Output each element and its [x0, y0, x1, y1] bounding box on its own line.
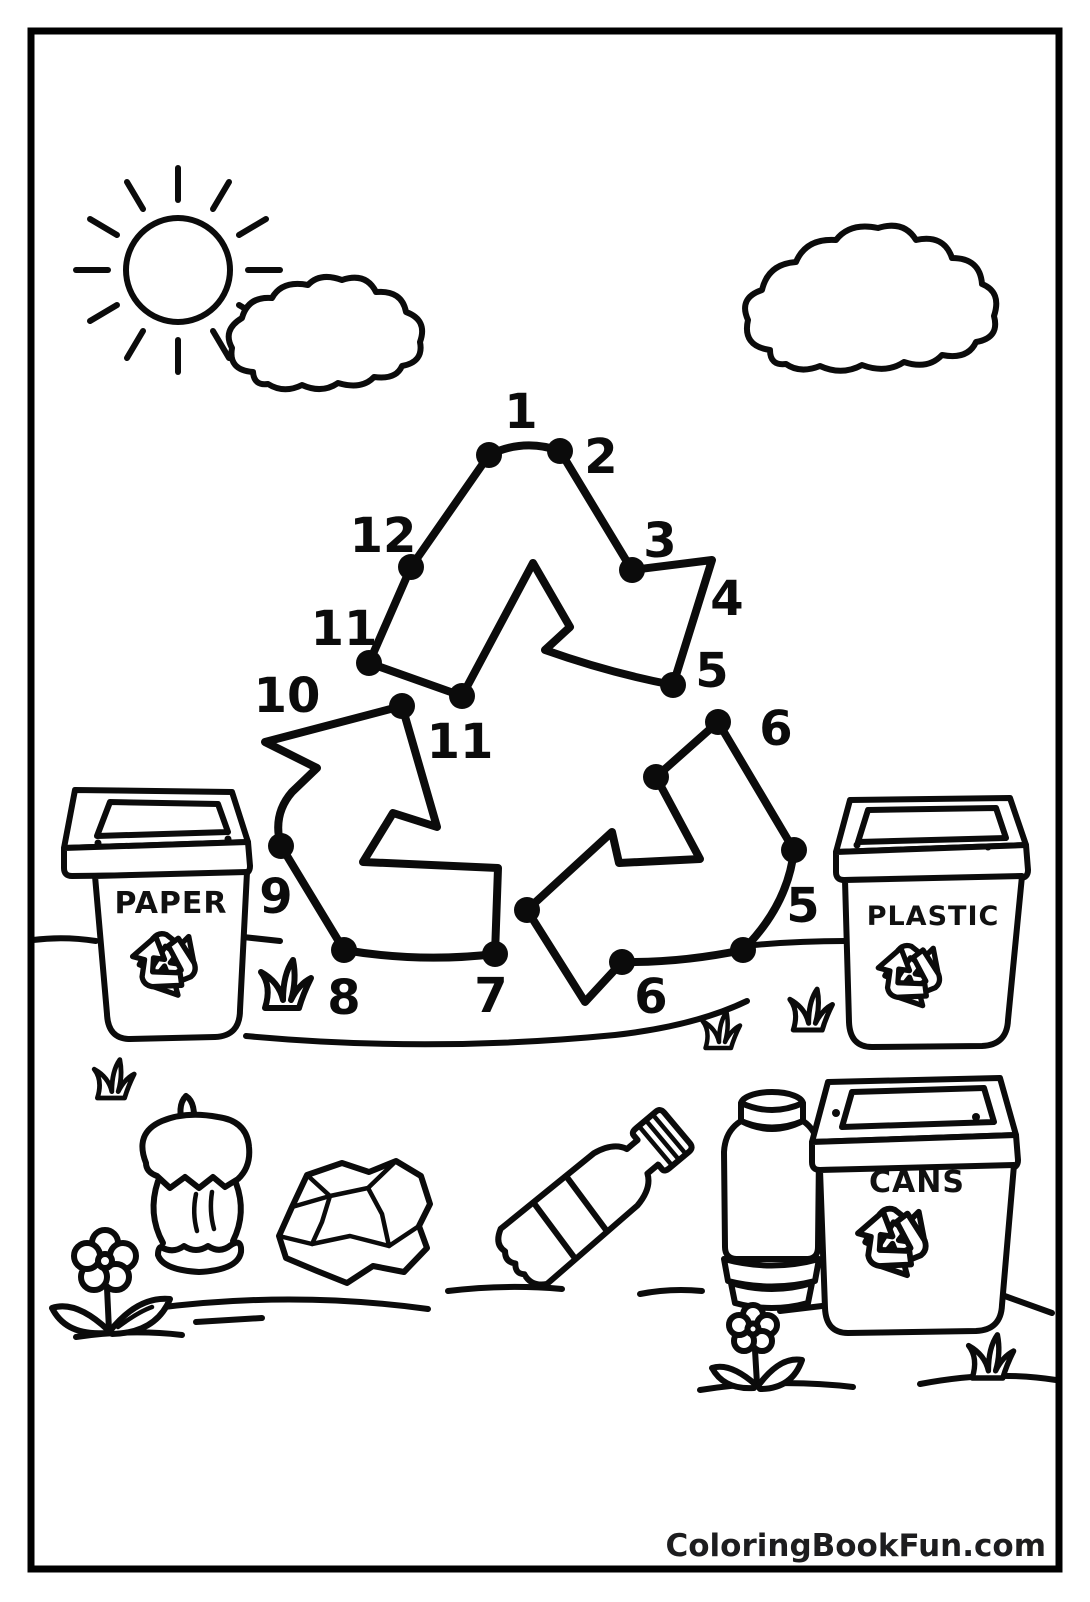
- puzzle-number: 7: [474, 968, 507, 1024]
- footer-watermark: ColoringBookFun.com: [665, 1528, 1046, 1564]
- cans-bin: CANS: [809, 1075, 1021, 1336]
- puzzle-dot: [643, 764, 669, 790]
- puzzle-number: 1: [504, 384, 537, 440]
- crumpled-paper-icon: [276, 1158, 433, 1286]
- puzzle-number: 8: [327, 970, 360, 1026]
- puzzle-number: 5: [786, 878, 819, 934]
- puzzle-number: 9: [259, 869, 292, 925]
- puzzle-dot: [660, 672, 686, 698]
- recycle-arrow-right: [523, 718, 798, 1006]
- puzzle-dot: [609, 949, 635, 975]
- sun-icon: [73, 165, 283, 375]
- cloud-icon: [225, 273, 426, 393]
- puzzle-number: 3: [643, 513, 676, 569]
- puzzle-dot: [356, 650, 382, 676]
- puzzle-dot: [705, 709, 731, 735]
- flower-icon: [709, 1302, 805, 1392]
- puzzle-number: 10: [254, 668, 321, 724]
- apple-core-icon: [139, 1093, 253, 1275]
- puzzle-dot: [781, 837, 807, 863]
- paper-bin: PAPER: [61, 787, 253, 1042]
- puzzle-number: 11: [311, 601, 378, 657]
- puzzle-dot: [398, 554, 424, 580]
- puzzle-dot: [268, 833, 294, 859]
- puzzle-dot: [476, 442, 502, 468]
- cloud-icon: [742, 222, 1000, 374]
- puzzle-dots: [268, 438, 807, 975]
- plastic-bin-label: PLASTIC: [867, 901, 1000, 932]
- plastic-bottle-icon: [495, 1107, 695, 1288]
- tin-can-icon: [721, 1089, 822, 1311]
- puzzle-dot: [331, 937, 357, 963]
- plastic-bin: PLASTIC: [833, 795, 1031, 1050]
- cans-bin-label: CANS: [869, 1165, 965, 1200]
- flower-icon: [49, 1227, 173, 1337]
- page-border: [27, 27, 1063, 1573]
- puzzle-dot: [449, 683, 475, 709]
- puzzle-number: 4: [710, 571, 743, 627]
- puzzle-number: 11: [427, 714, 494, 770]
- puzzle-dot: [619, 557, 645, 583]
- puzzle-number: 6: [634, 969, 667, 1025]
- paper-bin-label: PAPER: [114, 886, 227, 921]
- puzzle-dot: [514, 897, 540, 923]
- puzzle-dot: [547, 438, 573, 464]
- puzzle-dot: [389, 693, 415, 719]
- puzzle-dot: [730, 937, 756, 963]
- puzzle-dot: [482, 941, 508, 967]
- puzzle-number: 12: [350, 508, 417, 564]
- puzzle-number: 2: [584, 429, 617, 485]
- puzzle-number: 5: [695, 643, 728, 699]
- puzzle-number: 6: [759, 701, 792, 757]
